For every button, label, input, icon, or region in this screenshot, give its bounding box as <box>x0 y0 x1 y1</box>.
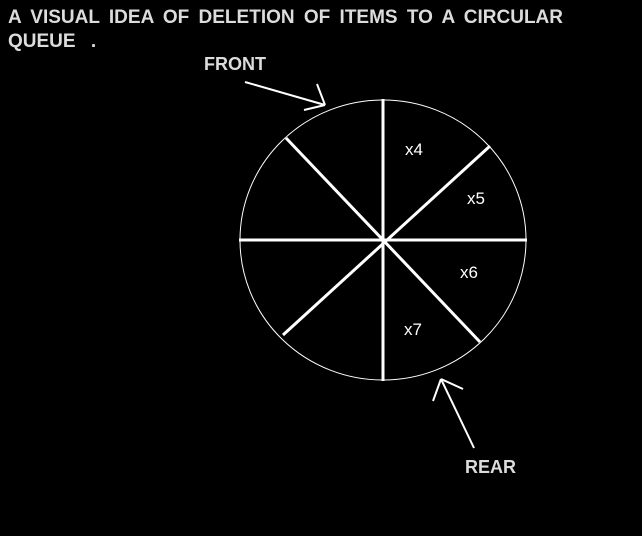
slot-label: x5 <box>467 189 485 208</box>
divider-diagonal-1 <box>284 136 482 344</box>
rear-label: REAR <box>465 457 517 477</box>
slot-label: x6 <box>460 263 478 282</box>
front-label: FRONT <box>204 54 266 74</box>
front-arrow-icon <box>244 81 326 111</box>
rear-arrow-icon <box>432 378 475 449</box>
slot-label: x4 <box>405 140 423 159</box>
slot-label: x7 <box>404 320 422 339</box>
divider-diagonal-2 <box>281 144 492 337</box>
title-line-1: A VISUAL IDEA OF DELETION OF ITEMS TO A … <box>8 7 563 28</box>
title-line-2: QUEUE . <box>8 31 97 52</box>
